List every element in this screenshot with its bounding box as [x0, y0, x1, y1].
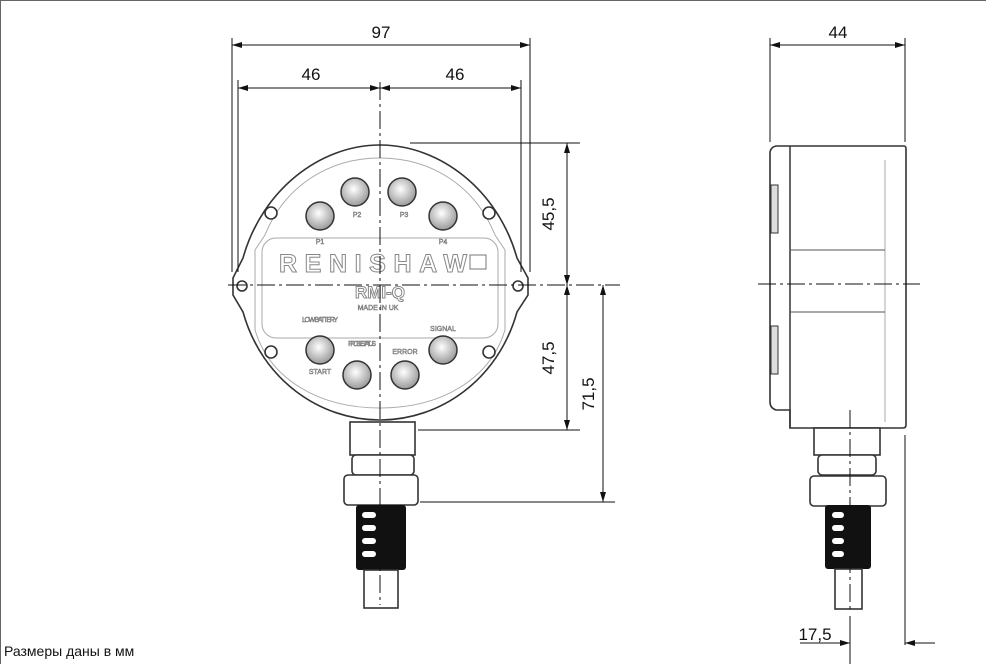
dim-45-5: 45,5 — [539, 197, 558, 230]
cable-gland-front — [343, 421, 419, 609]
signal-label: SIGNAL — [430, 326, 456, 333]
svg-text:P2: P2 — [353, 212, 362, 219]
dim-47-5: 47,5 — [539, 341, 558, 374]
front-dimensions: 97 46 46 45,5 47,5 71,5 — [228, 23, 620, 605]
renishaw-logo-icon — [469, 254, 487, 270]
led-signal — [428, 335, 458, 365]
led-p2: P2 — [340, 177, 370, 219]
led-p4: P4 — [428, 201, 458, 246]
low-battery-label: LOW BATTERY — [302, 317, 338, 324]
svg-text:P3: P3 — [400, 212, 409, 219]
dim-44: 44 — [829, 23, 848, 42]
led-low-battery — [305, 335, 335, 365]
front-view: P1 P2 P3 P4 RENISHAW RMI-Q MADE IN UK LO… — [232, 144, 529, 609]
dim-71-5: 71,5 — [579, 377, 598, 410]
led-error — [390, 360, 420, 390]
dim-46-left: 46 — [302, 65, 321, 84]
svg-text:P1: P1 — [316, 239, 325, 246]
side-view — [758, 145, 920, 610]
units-note: Размеры даны в мм — [4, 643, 135, 659]
led-p1: P1 — [305, 201, 335, 246]
start-label: START — [309, 369, 332, 376]
dim-17-5: 17,5 — [798, 625, 831, 644]
led-probe-status — [342, 360, 372, 390]
led-p3: P3 — [387, 177, 417, 219]
svg-text:P4: P4 — [439, 239, 448, 246]
dim-46-right: 46 — [446, 65, 465, 84]
origin-label: MADE IN UK — [358, 305, 399, 312]
dim-97: 97 — [372, 23, 391, 42]
side-dimensions: 44 17,5 — [769, 23, 935, 664]
probe-status-label: PROBE STATUS — [348, 341, 376, 348]
error-label: ERROR — [392, 349, 417, 356]
